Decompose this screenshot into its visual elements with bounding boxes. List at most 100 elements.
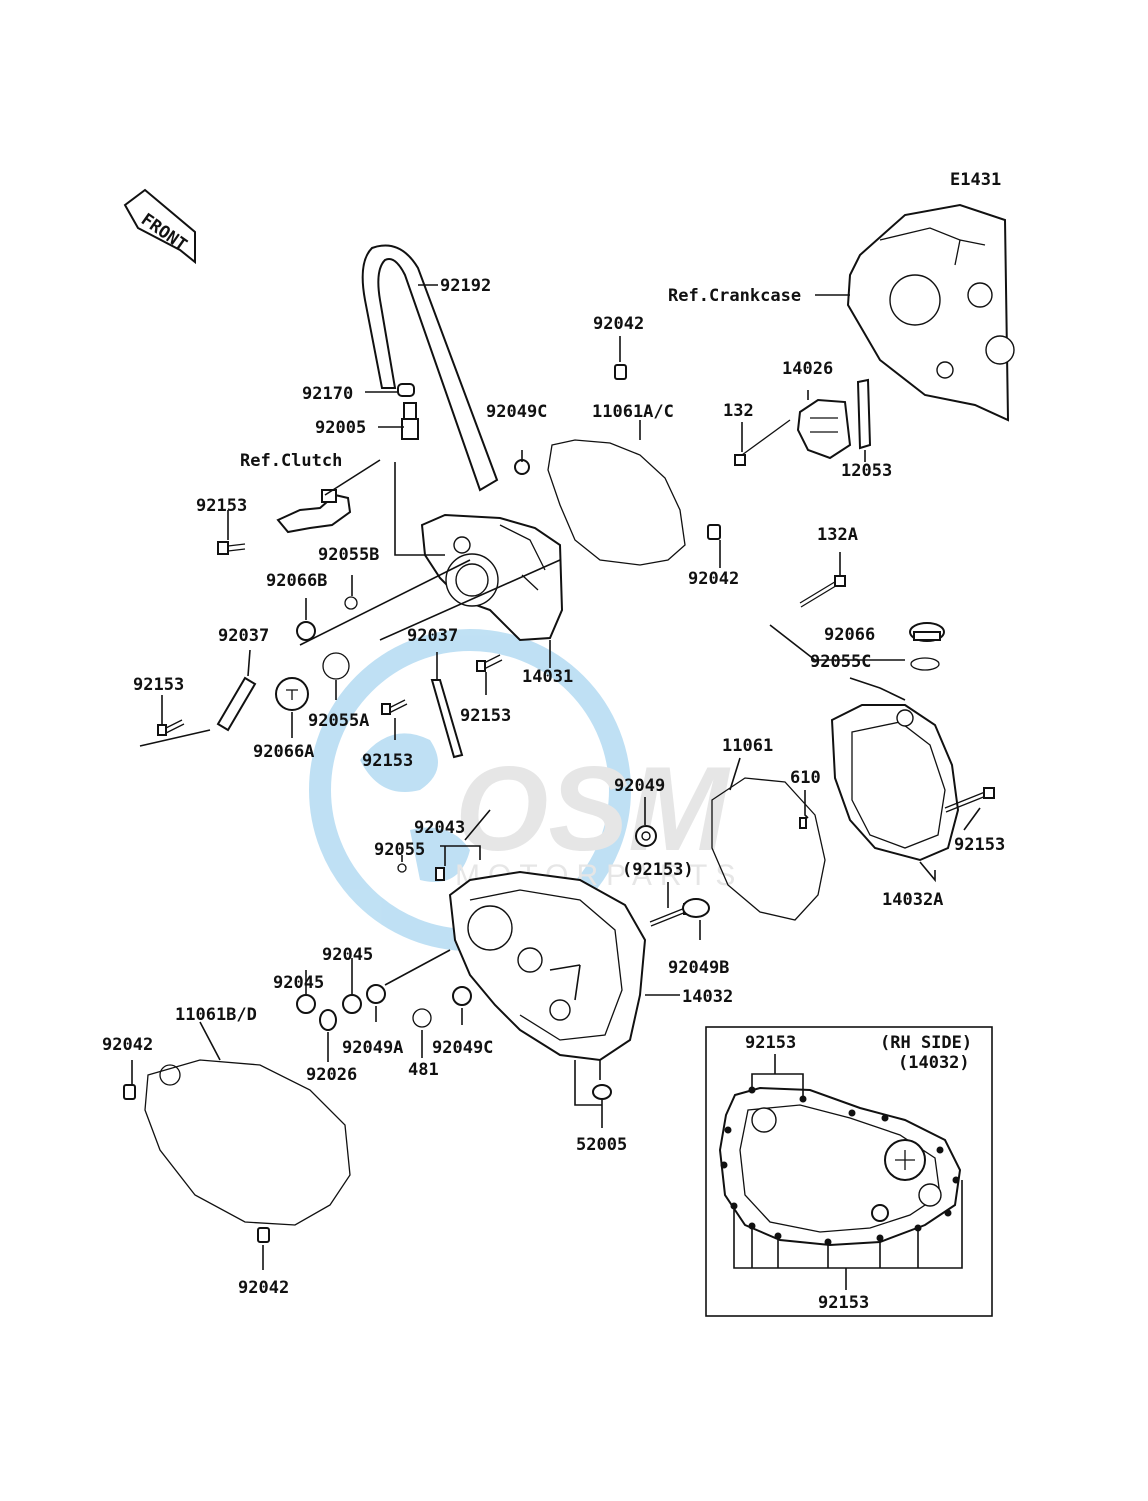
part-labels: 92192 Ref.Crankcase 92042 92170 92005 92… [102, 276, 1005, 1298]
oil-seal-92049a [366, 984, 386, 1004]
bolt-92153-d [381, 699, 408, 715]
label-92055: 92055 [374, 840, 425, 860]
bearing-92045-b [342, 994, 362, 1014]
label-92005: 92005 [315, 418, 366, 438]
inset-cover-inner [739, 1104, 941, 1233]
label-92042-bot: 92042 [238, 1278, 289, 1298]
clamp-92170 [397, 383, 415, 397]
pin-92043 [435, 867, 445, 881]
pin-610 [799, 817, 807, 829]
bolt-132 [734, 419, 791, 466]
inset-plug [871, 1204, 889, 1222]
dowel-92042-mid [707, 524, 721, 540]
inset-label-92153-bot: 92153 [818, 1293, 869, 1313]
dowel-92042-bot [257, 1227, 270, 1243]
inset-cover-outline [718, 1086, 962, 1247]
label-92055a: 92055A [308, 711, 369, 731]
label-14031: 14031 [522, 667, 573, 687]
label-92153-b: 92153 [133, 675, 184, 695]
watermark-continents [360, 733, 470, 882]
inset-filler-cap-cross-icon [895, 1150, 915, 1170]
inset-label-92153-top: 92153 [745, 1033, 796, 1053]
label-92066a: 92066A [253, 742, 314, 762]
label-92192: 92192 [440, 276, 491, 296]
label-11061: 11061 [722, 736, 773, 756]
label-92049: 92049 [614, 776, 665, 796]
bolt-92153-c [476, 654, 503, 672]
label-14032a: 14032A [882, 890, 943, 910]
inset-seal-hole [751, 1107, 777, 1133]
label-11061ac: 11061A/C [592, 402, 674, 422]
label-ref-crankcase: Ref.Crankcase [668, 286, 801, 306]
label-14032: 14032 [682, 987, 733, 1007]
inset-bearing-hole [918, 1183, 942, 1207]
watermark-brand: OSM [455, 742, 731, 876]
label-12053: 12053 [841, 461, 892, 481]
label-92153-paren: (92153) [622, 860, 694, 880]
label-14026: 14026 [782, 359, 833, 379]
gasket-11061 [711, 777, 826, 921]
fitting-92005 [401, 402, 419, 440]
label-481: 481 [408, 1060, 439, 1080]
washer-481 [412, 1008, 432, 1028]
label-92042-top: 92042 [593, 314, 644, 334]
label-92066b: 92066B [266, 571, 327, 591]
crankcase-cover-14032 [448, 870, 647, 1062]
label-92066: 92066 [824, 625, 875, 645]
label-92045-a: 92045 [322, 945, 373, 965]
gasket-11061bd-ring [159, 1064, 181, 1086]
label-92042-left: 92042 [102, 1035, 153, 1055]
label-610: 610 [790, 768, 821, 788]
label-52005: 52005 [576, 1135, 627, 1155]
oil-seal-92049b [682, 898, 710, 918]
label-92170: 92170 [302, 384, 353, 404]
label-ref-clutch: Ref.Clutch [240, 451, 342, 471]
gasket-11061bd [144, 1059, 351, 1226]
bearing-92045-a [296, 994, 316, 1014]
cap-52005 [592, 1084, 612, 1100]
o-ring-92055a [322, 652, 350, 680]
o-ring-92055 [397, 863, 407, 873]
guide-14026 [796, 398, 852, 460]
oil-seal-92049c-top [514, 459, 530, 475]
breather-hose-92192 [361, 244, 499, 492]
label-92049c-top: 92049C [486, 402, 547, 422]
label-92055c: 92055C [810, 652, 871, 672]
gasket-11061ac [547, 439, 686, 566]
bolt-132a [799, 575, 846, 608]
bolt-92153-a [217, 541, 246, 555]
label-132a: 132A [817, 525, 858, 545]
label-92049b: 92049B [668, 958, 729, 978]
dipstick-92037-mid [430, 679, 464, 759]
label-92045-b: 92045 [273, 973, 324, 993]
leader-lines [131, 284, 981, 1270]
inset-rh-side: (RH SIDE) (14032) 92153 92153 [705, 1026, 993, 1317]
plug-92066 [909, 622, 945, 642]
dowel-92042-left [123, 1084, 136, 1100]
label-92049a: 92049A [342, 1038, 403, 1058]
label-92037-mid: 92037 [407, 626, 458, 646]
label-11061bd: 11061B/D [175, 1005, 257, 1025]
inset-title-1: (RH SIDE) [880, 1033, 972, 1053]
label-92153-d: 92153 [362, 751, 413, 771]
label-92153-c: 92153 [460, 706, 511, 726]
label-92049c-bot: 92049C [432, 1038, 493, 1058]
clutch-cover-14032a [830, 704, 960, 862]
label-92026: 92026 [306, 1065, 357, 1085]
label-132: 132 [723, 401, 754, 421]
label-92037-left: 92037 [218, 626, 269, 646]
oil-seal-92049c-bot [452, 986, 472, 1006]
crankcase-reference [846, 203, 1015, 422]
dowel-92042-top [614, 364, 627, 380]
label-92153-e: 92153 [954, 835, 1005, 855]
label-92055b: 92055B [318, 545, 379, 565]
dipstick-92037-left [216, 676, 257, 732]
inset-title-2: (14032) [898, 1053, 970, 1073]
bracket-12053 [856, 378, 872, 450]
oil-seal-92049-bore [641, 831, 651, 841]
collar-92026 [319, 1009, 337, 1031]
front-arrow-icon: FRONT [123, 188, 196, 265]
plug-92066a [275, 677, 309, 711]
label-92043: 92043 [414, 818, 465, 838]
